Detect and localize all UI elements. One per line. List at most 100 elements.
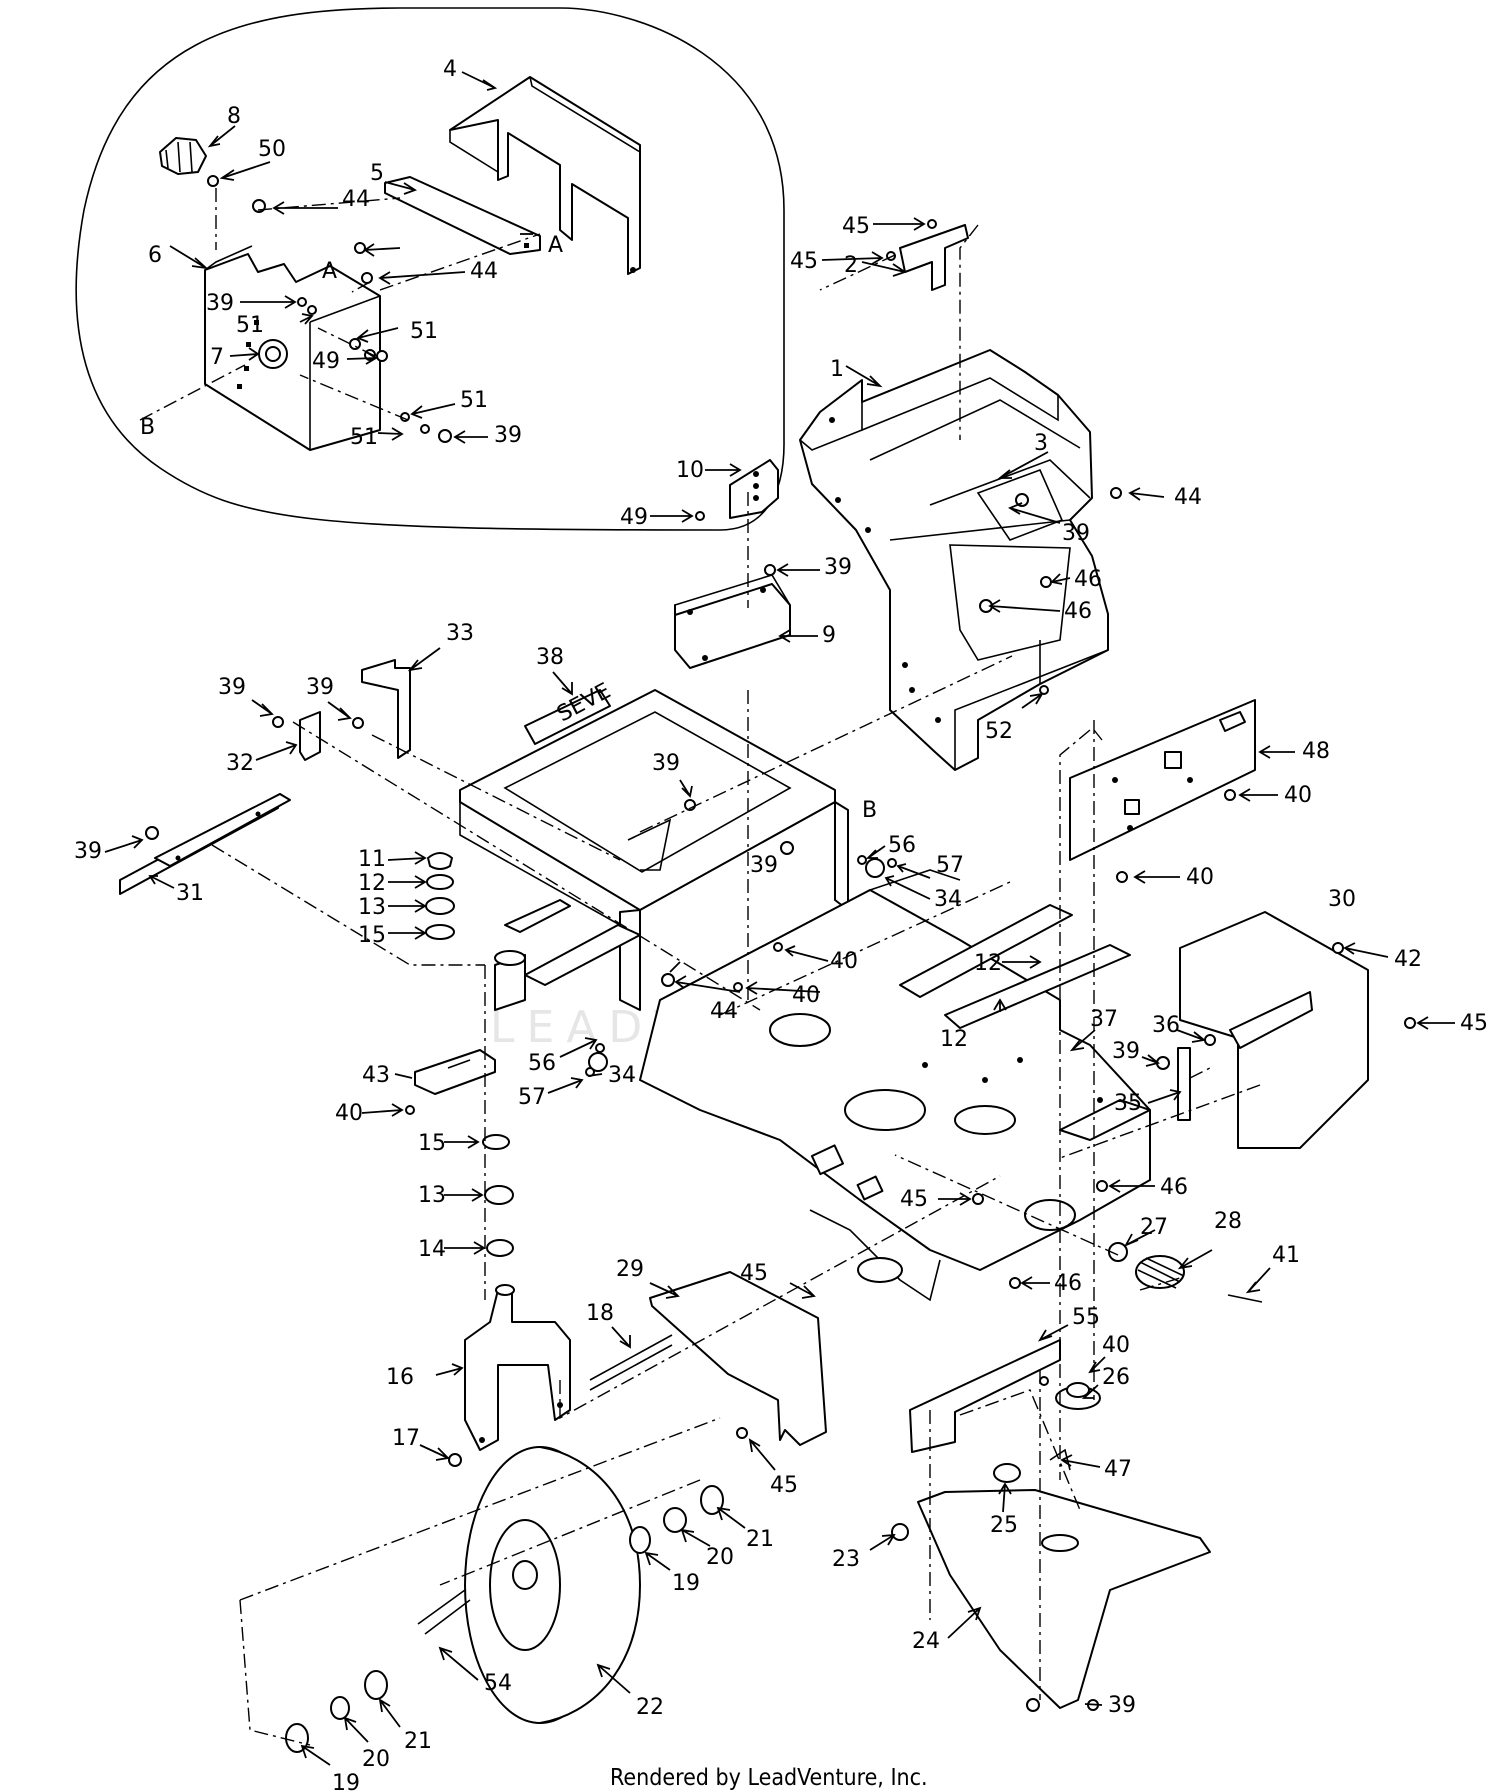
letter-a-strap: A — [548, 233, 563, 258]
bearing-12 — [426, 874, 454, 890]
callout-39-j: 39 — [1112, 1039, 1140, 1064]
callout-6: 6 — [148, 243, 162, 268]
callout-34-b: 34 — [608, 1063, 636, 1088]
axle-18 — [589, 1334, 673, 1391]
callout-13-b: 13 — [418, 1183, 446, 1208]
callout-54: 54 — [484, 1671, 512, 1696]
callout-39-f: 39 — [306, 675, 334, 700]
foot-plate-24 — [917, 1489, 1211, 1709]
console-tower-1 — [799, 349, 1109, 771]
bearing-19-a — [629, 1526, 651, 1554]
callout-3: 3 — [1034, 431, 1048, 456]
callout-15-b: 15 — [418, 1131, 446, 1156]
nut-45-d — [972, 1193, 984, 1205]
inset-outline — [75, 7, 785, 531]
bearing-13-lower — [484, 1185, 514, 1205]
callout-14: 14 — [418, 1237, 446, 1262]
race-15 — [425, 924, 455, 940]
callout-18: 18 — [586, 1301, 614, 1326]
callout-40-e: 40 — [335, 1101, 363, 1126]
callout-39-inset: 39 — [206, 291, 234, 316]
callout-44-d: 44 — [710, 999, 738, 1024]
shield-29 — [649, 1271, 827, 1446]
callout-45-a: 45 — [842, 214, 870, 239]
callout-25: 25 — [990, 1513, 1018, 1538]
bolt-46-c — [1096, 1180, 1108, 1192]
bolt-49-inset — [376, 350, 388, 362]
axle-bracket-55 — [909, 1339, 1061, 1453]
clamp-34-b — [588, 1052, 608, 1072]
bracket-2 — [886, 219, 969, 291]
nut-46-d — [1009, 1277, 1021, 1289]
callout-40-a: 40 — [1284, 783, 1312, 808]
callout-39-e: 39 — [218, 675, 246, 700]
bracket-33 — [361, 659, 411, 759]
fuel-cap — [159, 137, 207, 175]
bolt-40-a — [1224, 789, 1236, 801]
callout-56-a: 56 — [888, 833, 916, 858]
callout-45-d: 45 — [900, 1187, 928, 1212]
plate-48 — [1069, 699, 1256, 861]
callout-11: 11 — [358, 847, 386, 872]
callout-16: 16 — [386, 1365, 414, 1390]
nut-17 — [448, 1453, 462, 1467]
callout-55: 55 — [1072, 1305, 1100, 1330]
fuel-tank — [204, 245, 381, 451]
bolt-56-a — [857, 855, 867, 865]
nut-23 — [891, 1523, 909, 1541]
washer-39-frame-b — [780, 841, 794, 855]
rail-31 — [119, 793, 291, 895]
inset-letter-labels: A A B B — [140, 233, 877, 823]
callout-35: 35 — [1114, 1091, 1142, 1116]
bracket-10 — [729, 459, 779, 519]
nut-39-rail — [145, 826, 159, 840]
callout-57-b: 57 — [518, 1085, 546, 1110]
callout-50: 50 — [258, 137, 286, 162]
callout-45-f: 45 — [770, 1473, 798, 1498]
wheel-22 — [464, 1446, 641, 1724]
callout-29: 29 — [616, 1257, 644, 1282]
callout-1: 1 — [830, 357, 844, 382]
bolt-44-d — [661, 973, 675, 987]
callout-12-c: 12 — [940, 1027, 968, 1052]
callout-51-inset-a: 51 — [236, 313, 264, 338]
callout-46-c: 46 — [1160, 1175, 1188, 1200]
bolt-49 — [695, 511, 705, 521]
race-15-lower — [482, 1134, 510, 1150]
callout-2: 2 — [844, 253, 858, 278]
cover-43-slot — [447, 1059, 471, 1069]
callout-26: 26 — [1102, 1365, 1130, 1390]
rear-cover-30-flap — [1229, 991, 1313, 1049]
callout-51-inset-b: 51 — [410, 319, 438, 344]
spring-28 — [1135, 1255, 1185, 1289]
spacer-20-b — [330, 1696, 350, 1720]
washer-39-inset — [297, 297, 307, 307]
callout-15-a: 15 — [358, 923, 386, 948]
main-chassis — [639, 869, 1151, 1302]
bushing-25 — [993, 1463, 1021, 1483]
seat-frame-38 — [459, 689, 849, 1011]
nut-57-a — [887, 858, 897, 868]
bolt-40-f — [1039, 1376, 1049, 1386]
nut-42 — [1332, 942, 1344, 954]
callout-19-b: 19 — [332, 1771, 360, 1792]
fuel-tank-strap — [384, 176, 541, 255]
caster-mount — [494, 899, 641, 1011]
callout-12-b: 12 — [974, 951, 1002, 976]
callout-39-plate9: 39 — [824, 555, 852, 580]
callout-20-b: 20 — [362, 1747, 390, 1772]
axle-54 — [417, 1589, 471, 1635]
callout-56-b: 56 — [528, 1051, 556, 1076]
callout-9: 9 — [822, 623, 836, 648]
spacer-20-a — [663, 1507, 687, 1533]
callout-47: 47 — [1104, 1457, 1132, 1482]
callout-17: 17 — [392, 1426, 420, 1451]
callout-57-a: 57 — [936, 853, 964, 878]
bracket-32 — [299, 711, 321, 761]
callout-38: 38 — [536, 645, 564, 670]
nut-45-rear — [1404, 1017, 1416, 1029]
callout-48: 48 — [1302, 739, 1330, 764]
washer-39-plate9 — [764, 564, 776, 576]
